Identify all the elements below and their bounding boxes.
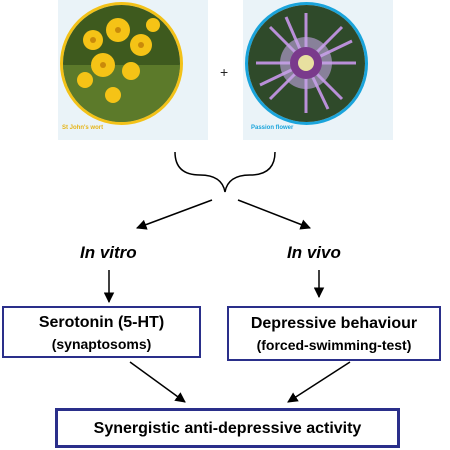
- serotonin-box: Serotonin (5-HT) (synaptosoms): [2, 306, 201, 358]
- passion-flower-caption: Passion flower: [251, 125, 294, 131]
- st-johns-wort-panel: St John's wort: [58, 0, 208, 140]
- arrow-left-to-bottom: [129, 361, 186, 403]
- synergistic-activity-text: Synergistic anti-depressive activity: [93, 420, 362, 437]
- in-vivo-label: In vivo: [287, 243, 341, 262]
- arrow-to-in-vivo: [237, 199, 311, 230]
- arrow-right-to-bottom: [287, 361, 351, 403]
- curly-brace: [174, 151, 276, 193]
- depressive-behaviour-title: Depressive behaviour: [250, 315, 418, 332]
- in-vitro-label: In vitro: [80, 243, 137, 262]
- serotonin-subtitle: (synaptosoms): [51, 336, 152, 352]
- depressive-behaviour-box: Depressive behaviour (forced-swimming-te…: [227, 306, 441, 361]
- passion-flower-image: [245, 2, 368, 125]
- serotonin-title: Serotonin (5-HT): [38, 314, 165, 331]
- passion-flower-panel: Passion flower: [243, 0, 393, 140]
- arrow-to-in-vitro: [136, 199, 213, 230]
- synergistic-activity-box: Synergistic anti-depressive activity: [55, 408, 400, 448]
- depressive-behaviour-subtitle: (forced-swimming-test): [256, 337, 412, 353]
- plus-sign: +: [220, 64, 229, 80]
- st-johns-wort-caption: St John's wort: [62, 125, 104, 131]
